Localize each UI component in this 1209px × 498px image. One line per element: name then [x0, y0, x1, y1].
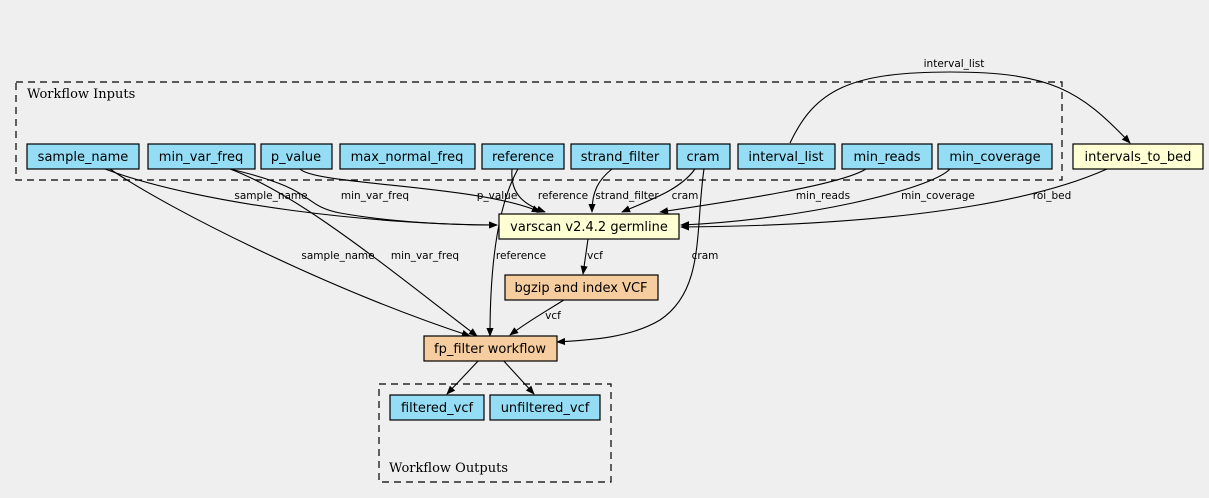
node-bgzip-label: bgzip and index VCF [514, 281, 647, 296]
edge-label-cram-fp: cram [692, 250, 719, 262]
edge-min-var-freq-to-varscan [229, 168, 498, 229]
edges [104, 71, 1131, 395]
edge-labels: interval_list sample_name min_var_freq p… [234, 58, 1071, 322]
edge-min-var-freq-to-fp [229, 168, 478, 337]
edge-strand-filter-to-varscan [588, 168, 613, 213]
node-cram[interactable]: cram [676, 143, 731, 170]
edge-label-reference-fp: reference [496, 250, 546, 262]
edge-cram-to-varscan [621, 168, 696, 213]
node-unfiltered-vcf[interactable]: unfiltered_vcf [489, 394, 601, 421]
node-filtered-vcf-label: filtered_vcf [401, 401, 474, 416]
cluster-workflow-inputs: Workflow Inputs [15, 81, 1063, 181]
edge-min-reads-to-varscan [659, 168, 867, 215]
edge-label-interval-list: interval_list [924, 58, 985, 70]
edge-label-vcf-fp: vcf [545, 310, 561, 322]
node-varscan[interactable]: varscan v2.4.2 germline [498, 213, 680, 240]
edge-sample-name-to-fp [109, 168, 471, 337]
node-bgzip[interactable]: bgzip and index VCF [504, 274, 659, 301]
edge-label-p-value-varscan: p_value [477, 190, 518, 202]
edge-interval-list-to-bed [789, 71, 1131, 144]
node-min-var-freq-label: min_var_freq [159, 150, 243, 165]
edge-label-cram-varscan: cram [672, 190, 699, 202]
edge-label-strand-filter-varscan: strand_filter [595, 190, 659, 202]
node-max-normal-freq[interactable]: max_normal_freq [339, 143, 476, 170]
node-filtered-vcf[interactable]: filtered_vcf [389, 394, 485, 421]
node-intervals-to-bed-label: intervals_to_bed [1085, 150, 1192, 165]
edge-reference-to-fp [486, 168, 519, 337]
node-intervals-to-bed[interactable]: intervals_to_bed [1072, 143, 1204, 170]
node-interval-list-label: interval_list [748, 150, 823, 165]
edge-label-reference-varscan: reference [538, 190, 588, 202]
node-strand-filter-label: strand_filter [581, 150, 660, 165]
node-cram-label: cram [686, 150, 719, 165]
node-min-reads-label: min_reads [853, 150, 920, 165]
node-unfiltered-vcf-label: unfiltered_vcf [501, 401, 590, 416]
node-min-coverage-label: min_coverage [949, 150, 1040, 165]
cluster-inputs-label: Workflow Inputs [27, 87, 135, 102]
node-min-var-freq[interactable]: min_var_freq [147, 143, 256, 170]
node-min-coverage[interactable]: min_coverage [937, 143, 1053, 170]
edge-cram-to-fp [556, 168, 705, 346]
edge-label-min-var-freq-varscan: min_var_freq [341, 190, 409, 202]
edge-label-sample-name-varscan: sample_name [234, 190, 307, 202]
edge-label-min-var-freq-fp: min_var_freq [391, 250, 459, 262]
node-fp-filter[interactable]: fp_filter workflow [423, 335, 558, 362]
node-sample-name[interactable]: sample_name [26, 143, 140, 170]
edge-label-vcf-bgzip: vcf [587, 250, 603, 262]
node-sample-name-label: sample_name [38, 150, 129, 165]
edge-fp-to-unfiltered [501, 358, 535, 395]
input-nodes: sample_name min_var_freq p_value max_nor… [26, 143, 1053, 170]
node-p-value[interactable]: p_value [260, 143, 333, 170]
edge-label-min-reads-varscan: min_reads [796, 190, 850, 202]
node-strand-filter[interactable]: strand_filter [570, 143, 671, 170]
edge-varscan-to-bgzip [580, 238, 589, 275]
node-reference-label: reference [492, 150, 554, 165]
edge-roi-bed-to-varscan [680, 168, 1108, 231]
edge-reference-to-varscan [511, 168, 546, 213]
node-varscan-label: varscan v2.4.2 germline [510, 220, 668, 235]
edge-label-sample-name-fp: sample_name [301, 250, 374, 262]
edge-bgzip-to-fp [509, 297, 568, 336]
node-min-reads[interactable]: min_reads [841, 143, 933, 170]
edge-fp-to-filtered [446, 358, 481, 395]
node-fp-filter-label: fp_filter workflow [434, 342, 546, 357]
cluster-workflow-outputs: Workflow Outputs [378, 383, 612, 483]
node-reference[interactable]: reference [481, 143, 565, 170]
edge-min-coverage-to-varscan [680, 168, 951, 229]
edge-label-roi-bed-varscan: roi_bed [1033, 190, 1071, 202]
node-max-normal-freq-label: max_normal_freq [351, 150, 464, 165]
edge-label-min-coverage-varscan: min_coverage [901, 190, 975, 202]
edge-p-value-to-varscan [299, 168, 541, 213]
node-p-value-label: p_value [271, 150, 321, 165]
node-interval-list[interactable]: interval_list [737, 143, 836, 170]
cluster-outputs-label: Workflow Outputs [389, 461, 508, 476]
